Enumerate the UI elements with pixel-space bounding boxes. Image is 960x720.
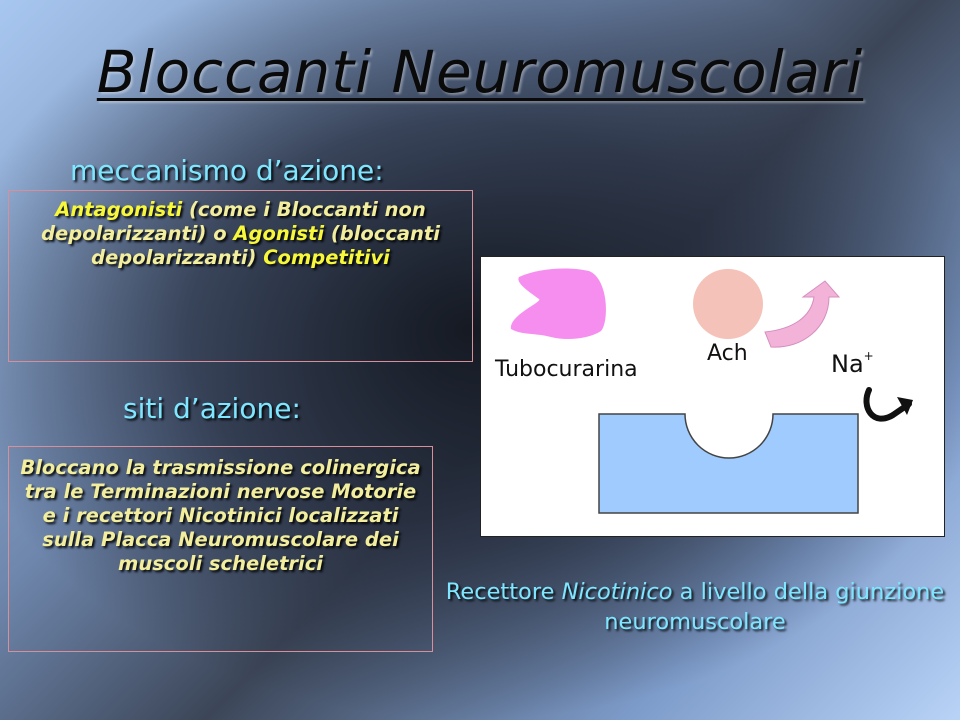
pink-arrow-icon bbox=[764, 280, 841, 348]
sites-box: Bloccano la trasmissione colinergica tra… bbox=[8, 446, 433, 652]
sites-heading: siti d’azione: bbox=[123, 392, 301, 425]
mechanism-heading: meccanismo d’azione: bbox=[70, 154, 384, 187]
na-arrow-icon bbox=[863, 387, 912, 422]
receptor-diagram: Tubocurarina Ach Na+ bbox=[480, 256, 945, 537]
mechanism-agonists: Agonisti bbox=[233, 222, 325, 245]
mechanism-competitive: Competitivi bbox=[263, 246, 390, 269]
mechanism-text-2: (bloccanti depolarizzanti) bbox=[91, 222, 440, 269]
mechanism-antagonists: Antagonisti bbox=[55, 198, 183, 221]
mechanism-text-1: (come i Bloccanti non depolarizzanti) o bbox=[41, 198, 426, 245]
tubocurarina-shape bbox=[510, 268, 606, 339]
receptor-diagram-drawing bbox=[510, 268, 913, 514]
sites-text: Bloccano la trasmissione colinergica tra… bbox=[20, 456, 421, 575]
ach-circle bbox=[693, 269, 763, 339]
receptor-block bbox=[598, 413, 859, 514]
mechanism-box: Antagonisti (come i Bloccanti non depola… bbox=[8, 190, 473, 362]
slide-title: Bloccanti Neuromuscolari bbox=[96, 38, 864, 106]
diagram-caption: Recettore Nicotinico a livello della giu… bbox=[445, 579, 945, 635]
tubocurarina-label: Tubocurarina bbox=[495, 357, 638, 382]
ach-label: Ach bbox=[707, 341, 748, 366]
na-label: Na+ bbox=[831, 349, 874, 378]
